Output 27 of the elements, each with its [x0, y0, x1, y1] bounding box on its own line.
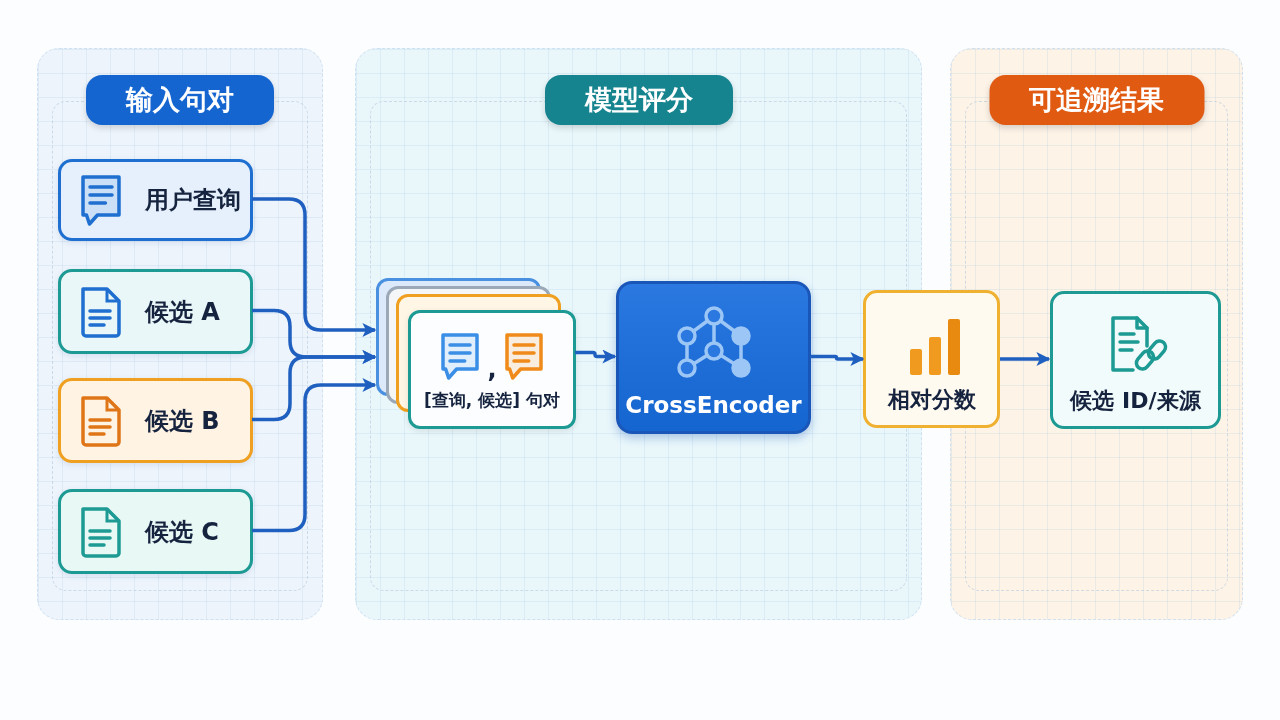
model-box — [616, 281, 811, 434]
arrow — [252, 197, 377, 337]
arrow — [1000, 352, 1051, 366]
card-label: 候选 ID/来源 — [1068, 387, 1202, 415]
panel — [37, 48, 323, 620]
card-label: 候选 A — [145, 296, 220, 328]
card-label: 用户查询 — [145, 185, 241, 216]
arrow — [810, 352, 865, 366]
input-card — [58, 269, 253, 354]
input-card — [58, 489, 253, 574]
score-card — [863, 290, 1000, 428]
section-heading: 输入句对 — [86, 75, 274, 125]
result-card — [1050, 291, 1221, 429]
card-label: 候选 B — [145, 405, 220, 437]
card-label: [查询, 候选] 句对 — [423, 389, 561, 412]
input-card — [58, 378, 253, 463]
pair-card-stack — [376, 278, 576, 429]
section-heading: 可追溯结果 — [989, 75, 1204, 125]
arrow — [575, 349, 617, 364]
arrow — [252, 378, 377, 533]
model-label: CrossEncoder — [624, 392, 803, 418]
comma-text: , — [487, 357, 497, 381]
arrow — [252, 350, 377, 422]
card-label: 相对分数 — [886, 386, 977, 414]
card-label: 候选 C — [145, 516, 219, 548]
section-heading: 模型评分 — [544, 75, 733, 125]
input-card — [58, 159, 253, 241]
